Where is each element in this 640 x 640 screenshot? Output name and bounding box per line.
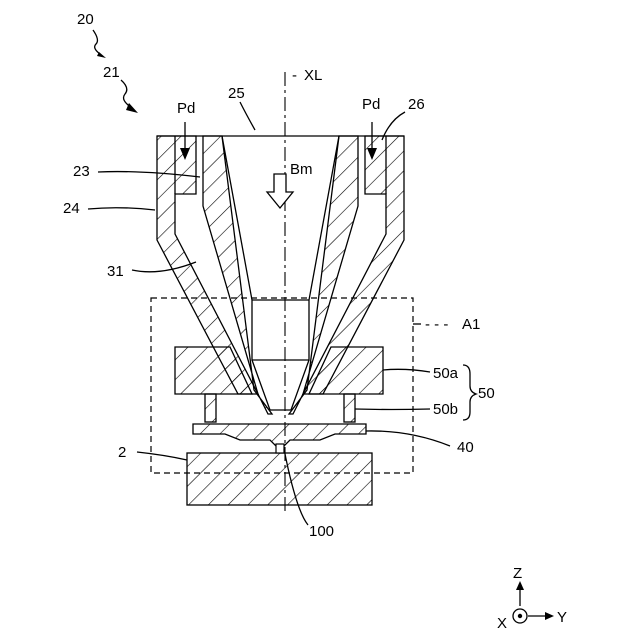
label-25: 25 — [228, 85, 245, 102]
workpiece-2 — [187, 453, 372, 505]
label-bm: Bm — [290, 161, 313, 178]
label-50a: 50a — [433, 365, 459, 382]
label-pd-right: Pd — [362, 96, 380, 113]
pressure-member-50a-left — [175, 347, 252, 394]
label-21: 21 — [103, 64, 120, 81]
label-2: 2 — [118, 444, 126, 461]
label-axis-z: Z — [513, 565, 522, 582]
label-axis-y: Y — [557, 609, 567, 626]
label-pd-left: Pd — [177, 100, 195, 117]
object-100 — [276, 444, 284, 453]
spacer-50b-right — [344, 394, 355, 422]
label-24: 24 — [63, 200, 80, 217]
label-20: 20 — [77, 11, 94, 28]
label-23: 23 — [73, 163, 90, 180]
label-xl: XL — [304, 67, 322, 84]
label-a1-dash: - - - — [425, 316, 448, 333]
spacer-50b-left — [205, 394, 216, 422]
label-31: 31 — [107, 263, 124, 280]
label-xl-dash: - — [292, 67, 297, 84]
label-50: 50 — [478, 385, 495, 402]
label-26: 26 — [408, 96, 425, 113]
label-50b: 50b — [433, 401, 458, 418]
label-axis-x: X — [497, 615, 507, 632]
label-40: 40 — [457, 439, 474, 456]
pressure-member-50a-right — [309, 347, 383, 394]
label-a1: A1 — [462, 316, 480, 333]
bm-arrow — [267, 174, 293, 208]
label-100: 100 — [309, 523, 334, 540]
